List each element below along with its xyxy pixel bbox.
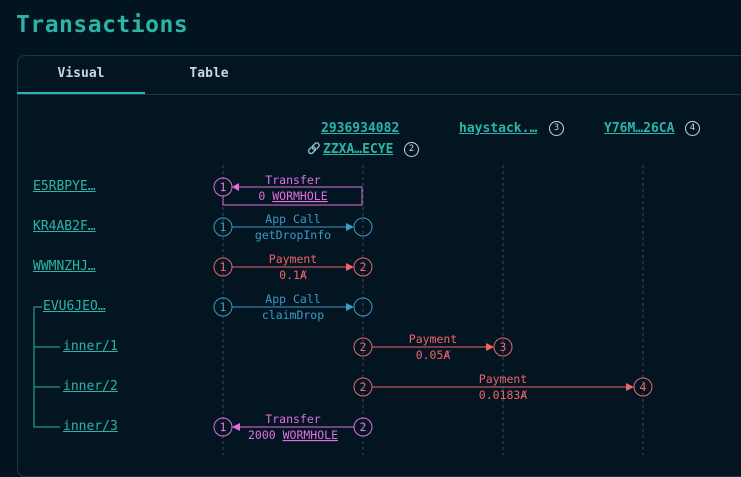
tx-type-label: Payment — [479, 372, 527, 386]
application-node — [353, 297, 373, 317]
arrow-head — [626, 383, 634, 391]
node-index: 1 — [220, 300, 227, 314]
account-header-1[interactable]: 2936934082 — [321, 121, 400, 136]
tx-type-label: Transfer — [265, 412, 320, 426]
tx-method-label: claimDrop — [262, 308, 324, 322]
arrow-head — [232, 423, 240, 431]
transaction-row-label[interactable]: E5RBPYE… — [33, 179, 96, 194]
account-node — [633, 377, 653, 397]
tx-amount-label: 0.05Ⱥ — [416, 348, 451, 362]
account-header-1-address[interactable]: ZZXA…ECYE — [323, 142, 394, 157]
account-1-index-badge: 2 — [404, 142, 419, 157]
application-node — [353, 217, 373, 237]
transactions-panel — [17, 55, 741, 477]
tx-method-label: getDropInfo — [255, 228, 331, 242]
tx-type-label: Transfer — [265, 173, 320, 187]
tab-table[interactable]: Table — [189, 66, 229, 81]
account-node — [493, 337, 513, 357]
transaction-row-label[interactable]: WWMNZHJ… — [33, 259, 96, 274]
inner-transaction-row-label[interactable]: inner/1 — [63, 339, 118, 354]
arrow-head — [346, 303, 354, 311]
node-index: 2 — [360, 340, 367, 354]
node-index: 3 — [500, 340, 507, 354]
tx-amount-label: 0.1Ⱥ — [279, 268, 307, 282]
node-index: 2 — [360, 380, 367, 394]
node-index: 2 — [360, 420, 367, 434]
account-header-3[interactable]: Y76M…26CA — [604, 121, 675, 136]
node-index: 2 — [360, 260, 367, 274]
asset-link: WORMHOLE — [272, 189, 327, 203]
arrow-head — [346, 223, 354, 231]
tx-type-label: Payment — [269, 252, 317, 266]
tx-amount-label: 0 WORMHOLE — [258, 189, 327, 203]
view-tabs: Visual Table — [17, 56, 741, 95]
transaction-flow-diagram: 1 Transfer 0 WORMHOLE 1 App Call getDrop… — [33, 165, 653, 455]
node-index: 1 — [220, 260, 227, 274]
asset-link: WORMHOLE — [283, 428, 338, 442]
inner-transaction-row-label[interactable]: inner/3 — [63, 419, 118, 434]
page-title: Transactions — [16, 12, 189, 38]
account-3-index-badge: 4 — [685, 121, 700, 136]
tx-amount-label: 0.0183Ⱥ — [479, 388, 528, 402]
arrow-head — [232, 183, 239, 191]
node-index: 4 — [640, 380, 647, 394]
arrow-head — [486, 343, 494, 351]
tab-visual[interactable]: Visual — [17, 56, 145, 94]
transfer-arrow — [222, 186, 363, 206]
node-index: 1 — [220, 420, 227, 434]
transaction-row-label[interactable]: EVU6JEO… — [43, 299, 106, 314]
tx-type-label: Payment — [409, 332, 457, 346]
link-icon: 🔗 — [307, 142, 321, 155]
account-2-index-badge: 3 — [549, 121, 564, 136]
transaction-row-label[interactable]: KR4AB2F… — [33, 219, 96, 234]
inner-transaction-row-label[interactable]: inner/2 — [63, 379, 118, 394]
account-node — [353, 417, 373, 437]
tx-type-label: App Call — [265, 292, 320, 306]
node-index: 1 — [220, 220, 227, 234]
tx-amount-label: 2000 WORMHOLE — [248, 428, 338, 442]
inner-tree-connector — [33, 306, 60, 428]
arrow-head — [346, 263, 354, 271]
tx-type-label: App Call — [265, 212, 320, 226]
account-header-2[interactable]: haystack.… — [459, 121, 538, 136]
account-node — [353, 257, 373, 277]
node-index: 1 — [220, 180, 227, 194]
